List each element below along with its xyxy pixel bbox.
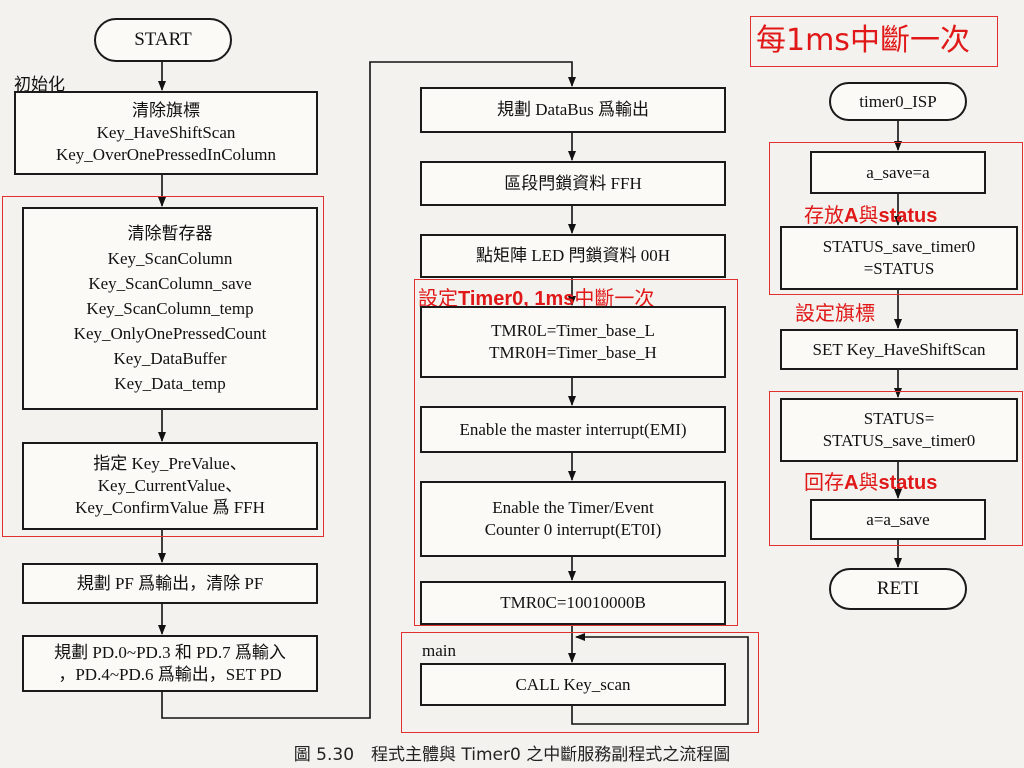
restore-note-prefix: 回存 — [804, 470, 844, 494]
pd-setup-line: ，PD.4~PD.6 爲輸出，SET PD — [58, 664, 282, 684]
call-key-scan-label: CALL Key_scan — [515, 674, 631, 694]
a-save-label: a_save=a — [866, 162, 930, 182]
arrow-main-loop — [571, 633, 749, 725]
assign-values-line: Key_CurrentValue、 — [97, 476, 243, 495]
reti-terminal: RETI — [829, 568, 967, 610]
clear-regs-item: Key_DataBuffer — [113, 349, 227, 368]
clear-regs-item: Key_Data_temp — [114, 374, 226, 393]
tmr0-init-box: TMR0L=Timer_base_L TMR0H=Timer_base_H — [420, 306, 726, 378]
databus-output-box: 規劃 DataBus 爲輸出 — [420, 87, 726, 133]
highlight-main-loop — [401, 632, 759, 733]
pf-output-box: 規劃 PF 爲輸出，清除 PF — [22, 563, 318, 604]
tmr0c-box: TMR0C=10010000B — [420, 581, 726, 625]
clear-regs-item: Key_ScanColumn_temp — [86, 299, 254, 318]
set-flag-label: SET Key_HaveShiftScan — [812, 339, 986, 359]
assign-values-box: 指定 Key_PreValue、 Key_CurrentValue、 Key_C… — [22, 442, 318, 530]
a-restore-box: a=a_save — [810, 499, 986, 540]
main-label: main — [422, 641, 456, 660]
clear-flags-title: 清除旗標 — [132, 101, 200, 120]
isp-label: timer0_ISP — [859, 91, 937, 111]
status-save-line: STATUS_save_timer0 — [822, 237, 976, 256]
pf-output-label: 規劃 PF 爲輸出，清除 PF — [76, 573, 264, 593]
reti-label: RETI — [876, 578, 920, 599]
pd-setup-box: 規劃 PD.0~PD.3 和 PD.7 爲輸入 ，PD.4~PD.6 爲輸出，S… — [22, 635, 318, 692]
clear-flags-box: 清除旗標 Key_HaveShiftScan Key_OverOnePresse… — [14, 91, 318, 175]
init-label: 初始化 — [14, 75, 65, 95]
highlight-restore-context — [769, 391, 1023, 546]
latch-led-label: 點矩陣 LED 閂鎖資料 00H — [475, 246, 671, 265]
latch-led-box: 點矩陣 LED 閂鎖資料 00H — [420, 234, 726, 278]
arrow-col1-to-col2 — [161, 61, 576, 719]
highlight-timer-setup — [414, 279, 738, 626]
save-note-prefix: 存放 — [804, 203, 844, 227]
set-flag-box: SET Key_HaveShiftScan — [780, 329, 1018, 370]
call-key-scan-box: CALL Key_scan — [420, 663, 726, 706]
pd-setup-line: 規劃 PD.0~PD.3 和 PD.7 爲輸入 — [54, 642, 286, 662]
assign-values-line: 指定 Key_PreValue、 — [93, 454, 247, 473]
enable-emi-box: Enable the master interrupt(EMI) — [420, 406, 726, 453]
set-flag-note: 設定旗標 — [795, 301, 875, 325]
timer-note-bold: Timer0, 1ms — [458, 288, 575, 310]
tmr0l-line: TMR0L=Timer_base_L — [491, 321, 655, 340]
restore-note-mid: 與 — [858, 470, 879, 494]
save-note-bold2: status — [878, 205, 938, 227]
latch-block-label: 區段閂鎖資料 FFH — [504, 173, 642, 193]
et0i-line: Counter 0 interrupt(ET0I) — [484, 520, 662, 539]
clear-regs-title: 清除暫存器 — [127, 224, 213, 243]
restore-note-bold2: status — [878, 472, 938, 494]
status-restore-line: STATUS_save_timer0 — [822, 431, 976, 450]
clear-registers-box: 清除暫存器 Key_ScanColumn Key_ScanColumn_save… — [22, 207, 318, 410]
interrupt-period-note: 每1ms中斷一次 — [756, 23, 970, 58]
start-terminal: START — [94, 18, 232, 62]
databus-label: 規劃 DataBus 爲輸出 — [496, 100, 650, 119]
a-save-box: a_save=a — [810, 151, 986, 194]
isp-terminal: timer0_ISP — [829, 82, 967, 121]
clear-regs-item: Key_ScanColumn_save — [88, 274, 252, 293]
highlight-init-registers — [2, 196, 324, 537]
figure-caption: 圖 5.30 程式主體與 Timer0 之中斷服務副程式之流程圖 — [293, 745, 731, 765]
a-restore-label: a=a_save — [866, 509, 930, 529]
latch-block-box: 區段閂鎖資料 FFH — [420, 161, 726, 206]
save-context-note: 存放A與status — [804, 199, 937, 228]
clear-regs-item: Key_ScanColumn — [107, 249, 233, 268]
save-note-bold: A — [844, 205, 859, 227]
restore-note-bold: A — [844, 472, 859, 494]
assign-values-line: Key_ConfirmValue 爲 FFH — [75, 498, 265, 517]
enable-et0i-box: Enable the Timer/Event Counter 0 interru… — [420, 481, 726, 557]
clear-flags-item: Key_OverOnePressedInColumn — [55, 145, 276, 164]
restore-context-note: 回存A與status — [804, 466, 937, 495]
tmr0c-label: TMR0C=10010000B — [500, 593, 646, 612]
save-note-mid: 與 — [858, 203, 879, 227]
status-restore-line: STATUS= — [863, 409, 935, 428]
highlight-save-context — [769, 142, 1023, 295]
emi-label: Enable the master interrupt(EMI) — [459, 419, 687, 439]
clear-regs-item: Key_OnlyOnePressedCount — [73, 324, 267, 343]
status-save-box: STATUS_save_timer0 =STATUS — [780, 226, 1018, 290]
status-save-line: =STATUS — [863, 259, 935, 278]
clear-flags-item: Key_HaveShiftScan — [96, 123, 236, 142]
et0i-line: Enable the Timer/Event — [492, 498, 654, 517]
tmr0h-line: TMR0H=Timer_base_H — [489, 343, 657, 362]
start-label: START — [134, 29, 192, 50]
header-note-frame — [750, 16, 998, 67]
status-restore-box: STATUS= STATUS_save_timer0 — [780, 398, 1018, 462]
